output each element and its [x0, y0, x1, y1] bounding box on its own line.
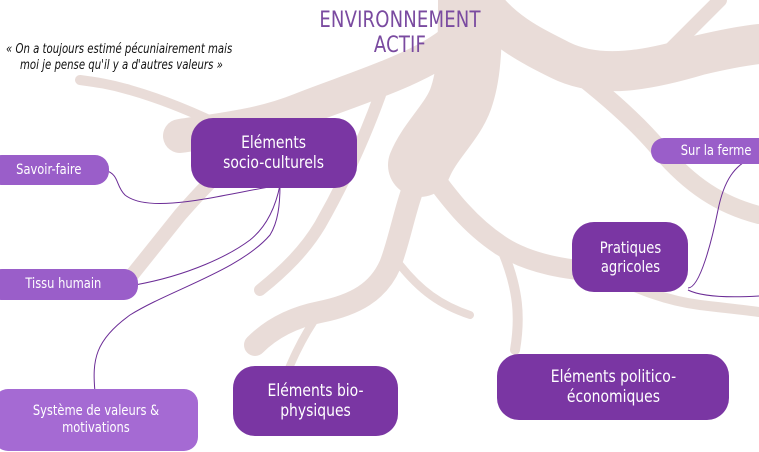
node-systeme-line-2: motivations: [62, 420, 130, 436]
node-savoir-label: Savoir-faire: [15, 161, 82, 178]
node-ferme-label: Sur la ferme: [680, 142, 752, 159]
quote-line-2: moi je pense qu'il y a d'autres valeurs …: [20, 58, 223, 74]
node-politico-line-2: économiques: [566, 387, 660, 407]
node-socio-line-2: socio-culturels: [223, 153, 325, 173]
node-savoir-faire[interactable]: Savoir-faire: [0, 155, 109, 185]
node-elements-politico-economiques[interactable]: Eléments politico- économiques: [497, 354, 729, 420]
node-elements-socio-culturels[interactable]: Eléments socio-culturels: [191, 118, 357, 188]
node-systeme-de-valeurs[interactable]: Système de valeurs & motivations: [0, 389, 198, 451]
node-tissu-humain[interactable]: Tissu humain: [0, 269, 138, 300]
title-line-2: ACTIF: [373, 33, 427, 59]
quote-text: « On a toujours estimé pécuniairement ma…: [6, 42, 232, 75]
node-tissu-label: Tissu humain: [25, 276, 101, 293]
quote-line-1: « On a toujours estimé pécuniairement ma…: [6, 42, 233, 57]
node-elements-bio-physiques[interactable]: Eléments bio- physiques: [233, 366, 398, 436]
diagram-title: ENVIRONNEMENT ACTIF: [318, 8, 482, 59]
node-pratiques-line-1: Pratiques: [599, 237, 661, 257]
node-pratiques-agricoles[interactable]: Pratiques agricoles: [572, 222, 688, 292]
node-socio-line-1: Eléments: [241, 132, 307, 153]
node-bio-line-2: physiques: [280, 401, 351, 421]
node-politico-line-1: Eléments politico-: [550, 366, 676, 387]
title-line-1: ENVIRONNEMENT: [319, 8, 481, 33]
node-bio-line-1: Eléments bio-: [267, 380, 364, 401]
node-sur-la-ferme[interactable]: Sur la ferme: [651, 138, 759, 164]
node-systeme-line-1: Système de valeurs &: [32, 403, 160, 420]
node-pratiques-line-2: agricoles: [600, 257, 660, 276]
